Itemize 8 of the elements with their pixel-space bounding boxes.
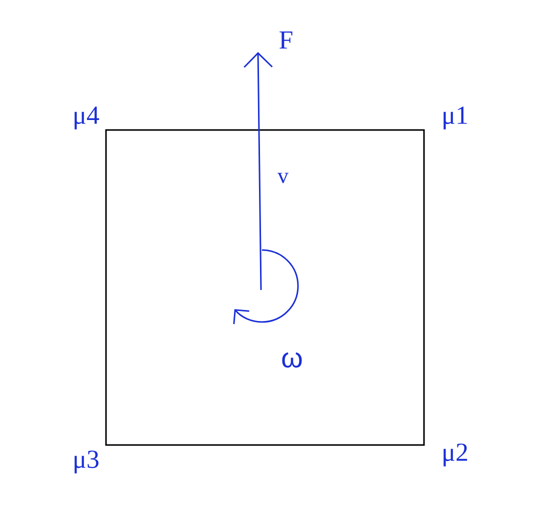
friction-label: μ3 xyxy=(74,450,98,474)
square-plate xyxy=(105,129,425,446)
force-label: F xyxy=(280,31,292,48)
friction-label: μ4 xyxy=(74,106,100,130)
angular-velocity-label: ω xyxy=(282,352,302,368)
velocity-label: v xyxy=(278,172,288,184)
friction-label: μ1 xyxy=(444,106,467,130)
friction-label: μ2 xyxy=(444,444,468,466)
